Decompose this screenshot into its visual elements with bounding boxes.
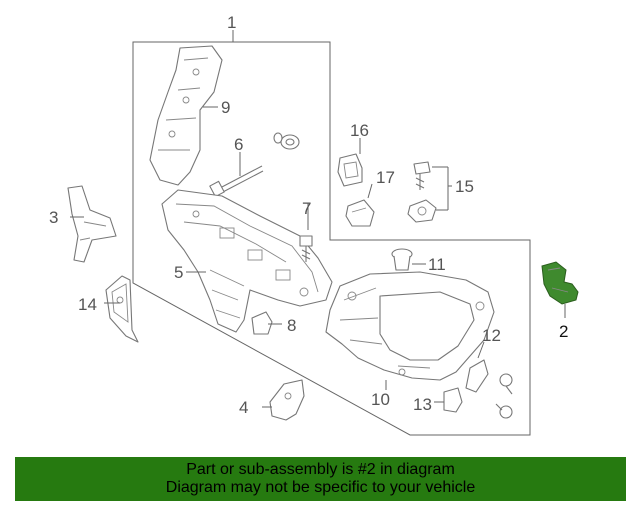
part-10-side-panel — [325, 271, 495, 381]
part-9-bracket — [149, 45, 223, 186]
part-2-highlighted — [541, 261, 579, 305]
leader-lines — [70, 30, 566, 408]
callout-7: 7 — [302, 199, 311, 218]
callout-14: 14 — [78, 295, 97, 314]
banner-line-2: Diagram may not be specific to your vehi… — [165, 479, 476, 496]
assembly-outline — [132, 41, 531, 436]
callout-6: 6 — [234, 135, 243, 154]
part-6-bolt — [209, 165, 264, 198]
part-16-clip — [337, 153, 363, 187]
callout-13: 13 — [413, 395, 432, 414]
callout-11: 11 — [428, 255, 446, 274]
callout-2: 2 — [559, 322, 568, 341]
callout-8: 8 — [287, 316, 296, 335]
part-7-screw — [299, 235, 313, 262]
parts-diagram: 1 2 3 4 5 6 7 8 9 10 11 12 13 14 15 16 1… — [49, 13, 579, 436]
callout-12: 12 — [482, 326, 501, 345]
part-3-bracket — [67, 185, 117, 263]
callout-15: 15 — [455, 177, 474, 196]
vehicle-fit-banner: Part or sub-assembly is #2 in diagram Di… — [15, 457, 626, 501]
callout-10: 10 — [371, 390, 390, 409]
part-12-bracket — [465, 359, 489, 393]
callout-4: 4 — [239, 398, 248, 417]
screws-lower-right — [495, 373, 513, 419]
part-8-clip — [251, 311, 273, 335]
callout-16: 16 — [350, 121, 369, 140]
banner-line-1: Part or sub-assembly is #2 in diagram — [186, 461, 455, 478]
part-11-push-clip — [391, 248, 413, 271]
callout-9: 9 — [221, 98, 230, 117]
callout-17: 17 — [376, 168, 395, 187]
part-17-clip — [345, 199, 375, 227]
callout-5: 5 — [174, 263, 183, 282]
part-5-upper-tie-bar — [161, 189, 333, 333]
callout-3: 3 — [49, 208, 58, 227]
callout-1: 1 — [227, 13, 236, 32]
washer — [273, 132, 300, 150]
part-4-bracket — [269, 379, 305, 421]
part-14-plate — [105, 275, 139, 343]
part-13-clip — [443, 387, 463, 413]
part-15-fasteners — [407, 161, 437, 223]
